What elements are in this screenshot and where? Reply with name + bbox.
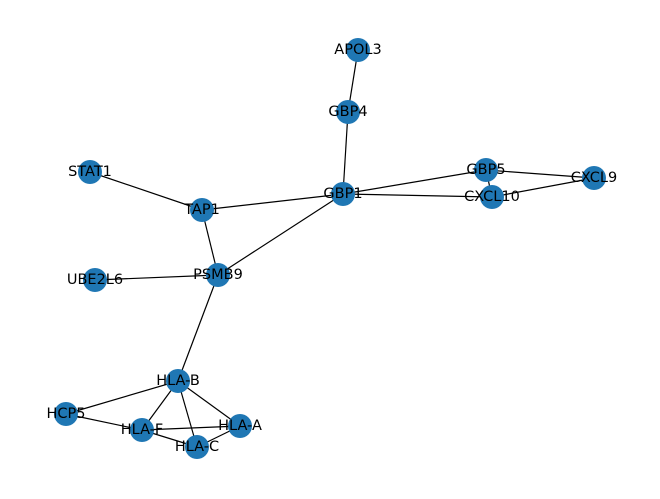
- node-hla-b: [166, 369, 190, 393]
- node-label-gbp4: GBP4: [328, 104, 367, 120]
- node-label-hla-b: HLA-B: [156, 373, 200, 389]
- edge-ube2l6-psmb9: [94, 274, 219, 281]
- edge-gbp4-gbp1: [342, 111, 349, 195]
- node-label-cxcl9: CXCL9: [571, 170, 617, 186]
- node-hla-c: [185, 435, 209, 459]
- edge-hla-b-hcp5: [65, 380, 179, 415]
- node-label-hla-a: HLA-A: [218, 418, 262, 434]
- node-gbp4: [336, 100, 360, 124]
- node-label-apol3: APOL3: [334, 42, 381, 58]
- node-label-cxcl10: CXCL10: [464, 189, 520, 205]
- edge-psmb9-gbp1: [217, 193, 344, 276]
- edges: [65, 49, 595, 448]
- edge-hla-b-hla-a: [177, 380, 241, 427]
- node-ube2l6: [83, 268, 107, 292]
- node-cxcl10: [480, 185, 504, 209]
- node-apol3: [346, 38, 370, 62]
- node-label-gbp1: GBP1: [323, 186, 362, 202]
- node-label-hcp5: HCP5: [47, 406, 86, 422]
- node-tap1: [190, 198, 214, 222]
- node-cxcl9: [582, 166, 606, 190]
- node-label-gbp5: GBP5: [466, 162, 505, 178]
- edge-gbp1-gbp5: [342, 169, 487, 195]
- edge-cxcl9-cxcl10: [491, 177, 595, 198]
- node-hcp5: [54, 402, 78, 426]
- edge-hla-f-hla-a: [141, 425, 241, 431]
- node-gbp5: [474, 158, 498, 182]
- node-gbp1: [331, 182, 355, 206]
- node-hla-a: [228, 414, 252, 438]
- edge-gbp5-cxcl9: [485, 169, 595, 179]
- edge-psmb9-hla-b: [177, 274, 219, 382]
- node-psmb9: [206, 263, 230, 287]
- node-label-stat1: STAT1: [68, 164, 112, 180]
- node-stat1: [78, 160, 102, 184]
- node-label-hla-f: HLA-F: [121, 422, 164, 438]
- edge-stat1-tap1: [89, 171, 203, 211]
- node-label-hla-c: HLA-C: [175, 439, 219, 455]
- edge-hcp5-hla-f: [65, 413, 143, 431]
- edge-tap1-gbp1: [201, 193, 344, 211]
- node-label-psmb9: PSMB9: [193, 267, 243, 283]
- edge-gbp1-cxcl10: [342, 193, 493, 198]
- node-label-ube2l6: UBE2L6: [67, 272, 123, 288]
- node-label-tap1: TAP1: [183, 202, 220, 218]
- node-hla-f: [130, 418, 154, 442]
